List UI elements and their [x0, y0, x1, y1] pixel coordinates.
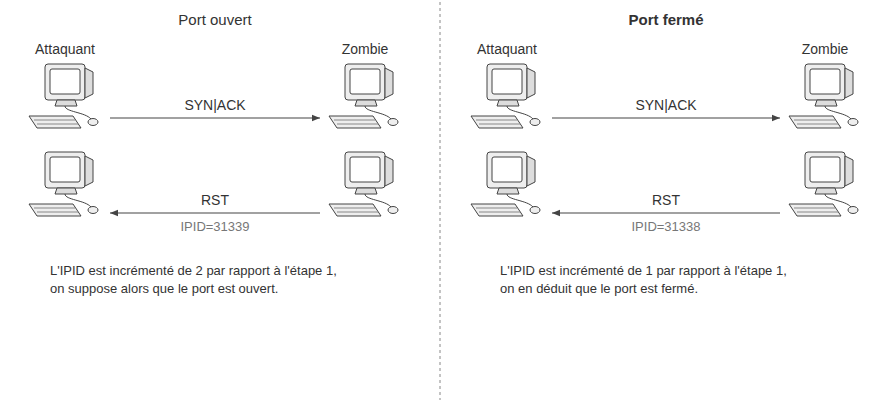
- computer-icon: [29, 152, 98, 216]
- host-name: Attaquant: [462, 40, 552, 58]
- panel-title: Port ouvert: [178, 10, 251, 30]
- message-label: SYN|ACK: [632, 97, 699, 113]
- message-label: RST: [198, 192, 232, 208]
- computer-column: Zombie: [780, 40, 870, 230]
- panel-separator: [440, 2, 441, 400]
- computer-icon: [471, 152, 540, 216]
- computer-icon: [789, 152, 858, 216]
- computer-icon: [329, 152, 398, 216]
- message-arrow: [110, 212, 320, 213]
- computer-column: Zombie: [320, 40, 410, 230]
- host-name: Attaquant: [20, 40, 110, 58]
- host-name: Zombie: [780, 40, 870, 58]
- message-arrow: [552, 117, 780, 118]
- message-arrow: [552, 212, 780, 213]
- explanation-note: L'IPID est incrémenté de 1 par rapport à…: [500, 262, 790, 298]
- computer-icon: [471, 64, 540, 128]
- message-label: SYN|ACK: [181, 97, 248, 113]
- panel-title: Port fermé: [628, 10, 703, 30]
- message-label: RST: [649, 192, 683, 208]
- ipid-value: IPID=31339: [180, 218, 249, 236]
- computer-icon: [29, 64, 98, 128]
- explanation-note: L'IPID est incrémenté de 2 par rapport à…: [50, 262, 340, 298]
- ipid-value: IPID=31338: [631, 218, 700, 236]
- computer-icon: [329, 64, 398, 128]
- message-arrow: [110, 117, 320, 118]
- computer-column: Attaquant: [462, 40, 552, 230]
- host-name: Zombie: [320, 40, 410, 58]
- computer-column: Attaquant: [20, 40, 110, 230]
- computer-icon: [789, 64, 858, 128]
